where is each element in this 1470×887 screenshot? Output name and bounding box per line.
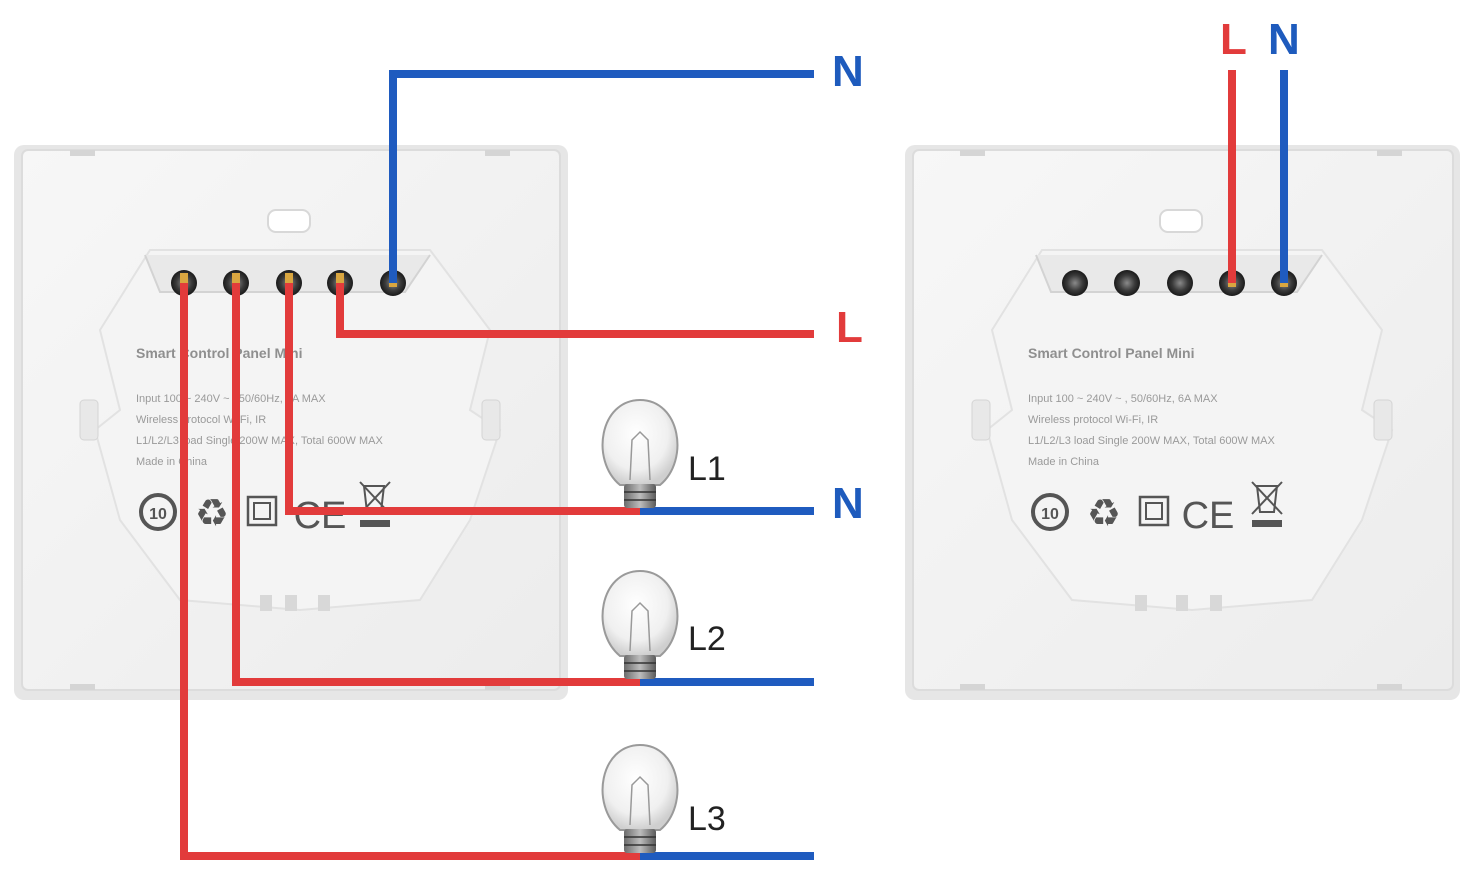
svg-text:♻: ♻ (1087, 491, 1121, 535)
left-wiring (180, 70, 814, 860)
l3-live-wire (180, 283, 640, 860)
neutral-label-l1: N (832, 479, 864, 528)
terminal-screw (1062, 270, 1088, 296)
right-spec-line: Made in China (1028, 456, 1100, 468)
neutral-wire (389, 70, 814, 283)
svg-text:10: 10 (1041, 506, 1059, 523)
bulb-l1: L1 (601, 398, 726, 508)
l1-live-wire (285, 283, 640, 515)
live-wire (336, 283, 814, 338)
left-spec-line: Made in China (136, 456, 208, 468)
10-year-icon: 10 (1031, 493, 1069, 531)
right-wiring (1228, 70, 1288, 283)
light-bulb-icon (601, 743, 679, 853)
left-switch-panel: Smart Control Panel Mini Input 100 ~ 240… (14, 145, 568, 700)
light-bulb-icon (601, 398, 679, 508)
bulb-label: L2 (688, 620, 726, 658)
right-spec-line: L1/L2/L3 load Single 200W MAX, Total 600… (1028, 435, 1275, 447)
neutral-label-top: N (832, 47, 864, 96)
left-cert-icons: 10 ♻ CE (139, 481, 391, 537)
right-cert-icons: 10 ♻ CE (1031, 481, 1283, 537)
left-spec-line: Input 100 ~ 240V ~ , 50/60Hz, 6A MAX (136, 393, 326, 405)
right-panel-title: Smart Control Panel Mini (1028, 345, 1194, 361)
terminal-screw (1167, 270, 1193, 296)
svg-text:CE: CE (294, 495, 347, 537)
left-panel-title: Smart Control Panel Mini (136, 345, 302, 361)
terminal-screw (1114, 270, 1140, 296)
recycle-icon: ♻ (1087, 491, 1121, 535)
right-live-label: L (1220, 15, 1247, 64)
bulb-l3: L3 (601, 743, 726, 853)
bulb-label: L1 (688, 450, 726, 488)
svg-text:CE: CE (1182, 495, 1235, 537)
right-switch-panel: Smart Control Panel Mini Input 100 ~ 240… (905, 145, 1460, 700)
bulb-l2: L2 (601, 569, 726, 679)
right-neutral-label: N (1268, 15, 1300, 64)
recycle-icon: ♻ (195, 491, 229, 535)
light-bulb-icon (601, 569, 679, 679)
right-spec-line: Wireless protocol Wi-Fi, IR (1028, 414, 1158, 426)
weee-bin-icon (1251, 481, 1283, 527)
ce-mark-icon: CE (1182, 495, 1235, 537)
left-spec-line: Wireless protocol Wi-Fi, IR (136, 414, 266, 426)
svg-text:10: 10 (149, 506, 167, 523)
live-label: L (836, 303, 863, 352)
double-insulation-icon (246, 495, 278, 527)
double-insulation-icon (1138, 495, 1170, 527)
right-spec-line: Input 100 ~ 240V ~ , 50/60Hz, 6A MAX (1028, 393, 1218, 405)
bulb-label: L3 (688, 800, 726, 838)
ce-mark-icon: CE (294, 495, 347, 537)
10-year-icon: 10 (139, 493, 177, 531)
left-spec-line: L1/L2/L3 load Single 200W MAX, Total 600… (136, 435, 383, 447)
svg-text:♻: ♻ (195, 491, 229, 535)
l2-live-wire (232, 283, 640, 686)
